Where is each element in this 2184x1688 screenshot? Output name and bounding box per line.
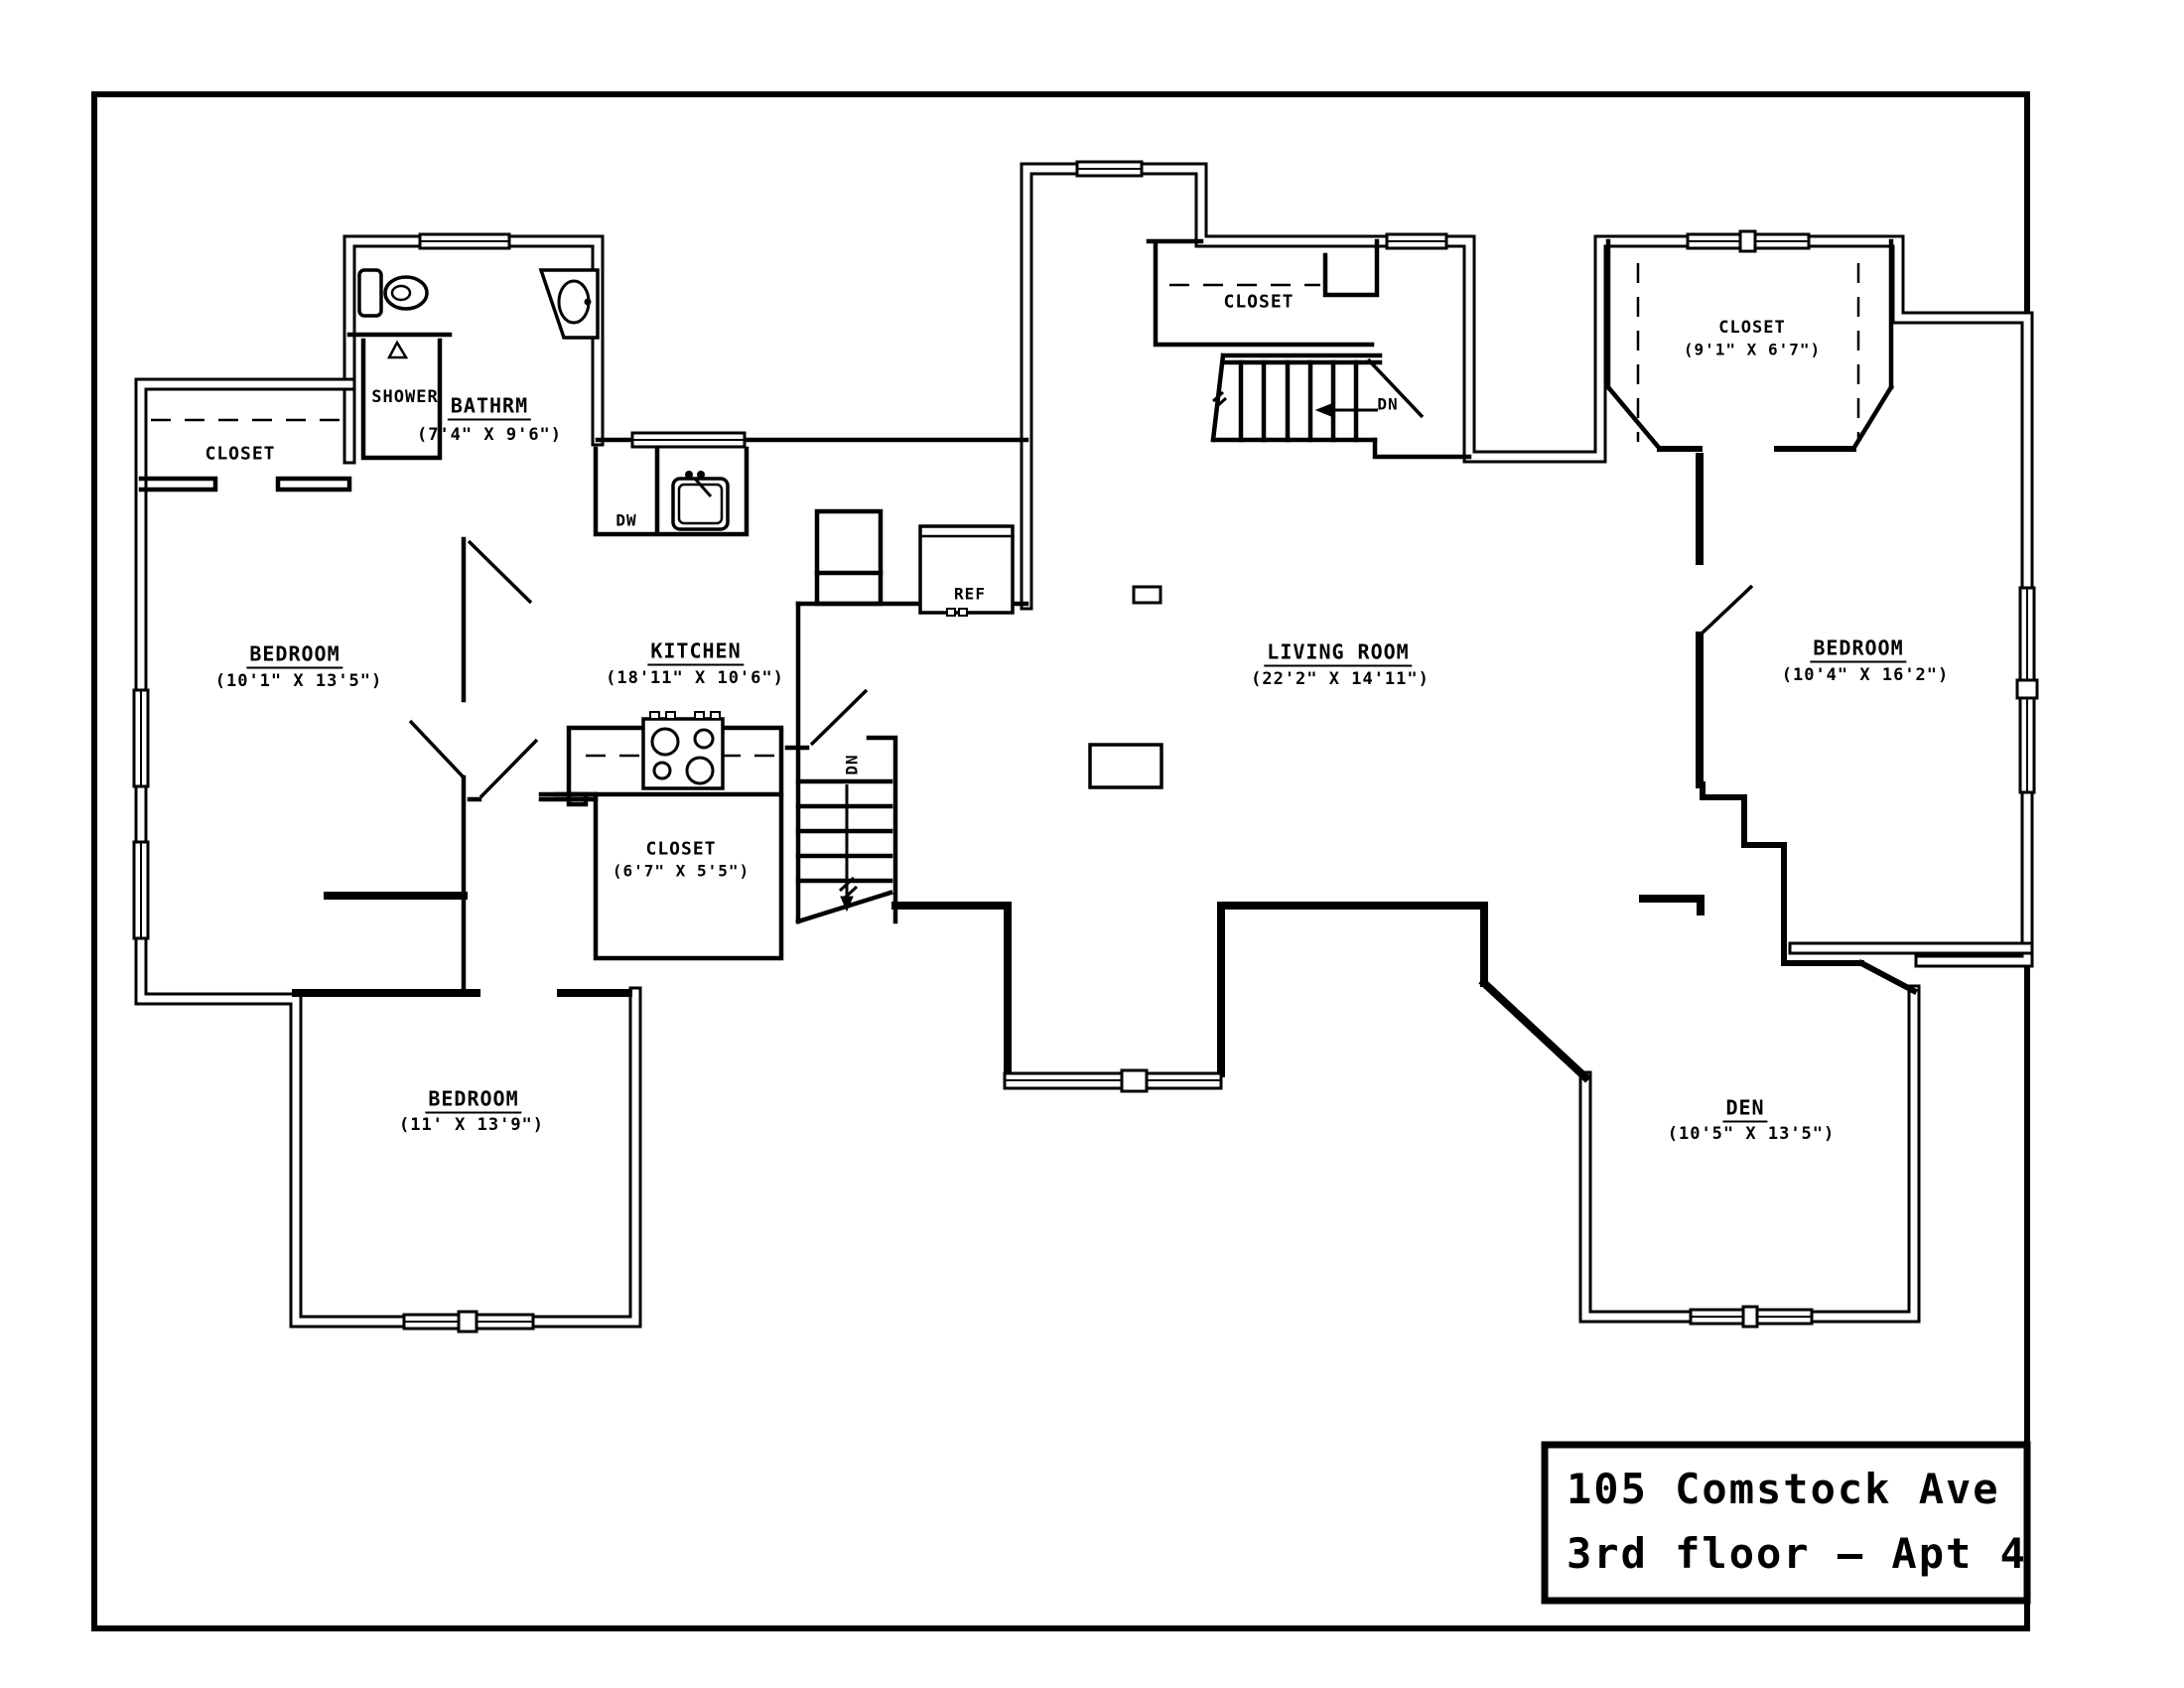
window-stair-hall — [1385, 232, 1448, 250]
burner-1 — [650, 727, 680, 757]
closet-middle-dims: (6'7" X 5'5") — [612, 861, 751, 881]
ref-foot-2 — [958, 608, 968, 617]
burner-2 — [693, 728, 715, 750]
door-bedroom-left — [467, 539, 533, 605]
dn-upper-label: DN — [1377, 394, 1399, 414]
window-right-bedroom — [2015, 586, 2039, 794]
window-left-2 — [132, 840, 150, 940]
window-living-bay — [1003, 1068, 1223, 1093]
door-lower-stairs — [809, 688, 869, 747]
interior-walls — [138, 238, 1919, 1083]
break-mark-lower — [838, 876, 859, 902]
faucet-dot-2 — [697, 471, 705, 479]
bedroom-bottom-dims: (11' X 13'9") — [398, 1115, 545, 1135]
stair-annotations — [838, 390, 1378, 913]
vent-small — [1132, 585, 1162, 605]
dn-lower-label: DN — [842, 754, 862, 775]
faucet-handle — [693, 478, 713, 497]
refrigerator — [918, 524, 1015, 615]
title-address: 105 Comstock Ave — [1567, 1465, 2000, 1513]
bedroom-right-name: BEDROOM — [1810, 636, 1907, 663]
kitchen-dims: (18'11" X 10'6") — [606, 668, 784, 688]
break-mark-upper — [1211, 390, 1228, 409]
living-room-dims: (22'2" X 14'11") — [1251, 669, 1430, 689]
window-right-closet — [1686, 229, 1811, 253]
bathroom-name: BATHRM — [447, 394, 532, 421]
shower-label: SHOWER — [371, 387, 439, 407]
window-kitchen — [630, 431, 747, 449]
stove-knob-2 — [665, 711, 676, 720]
dishwasher-label: DW — [615, 510, 637, 530]
living-room-features — [1088, 585, 1163, 789]
living-room-name: LIVING ROOM — [1264, 640, 1413, 667]
closet-right-name: CLOSET — [1718, 318, 1786, 338]
closet-middle-name: CLOSET — [645, 838, 717, 860]
window-bedroom2 — [402, 1310, 535, 1334]
door-swings — [408, 357, 1754, 799]
door-hall-closet — [478, 738, 539, 799]
faucet-dot-1 — [685, 471, 693, 479]
kitchen-fixtures — [641, 471, 1015, 790]
kitchen-name: KITCHEN — [647, 639, 745, 666]
closet-left-label: CLOSET — [205, 443, 276, 465]
burner-4 — [685, 756, 715, 785]
windows — [132, 160, 2039, 1334]
door-entry-upper-stairs — [1366, 357, 1425, 419]
toilet-tank — [357, 268, 383, 318]
bedroom-left-name: BEDROOM — [246, 642, 343, 669]
stove-knob-4 — [710, 711, 721, 720]
bedroom-right-dims: (10'4" X 16'2") — [1781, 665, 1950, 685]
burner-3 — [652, 761, 672, 780]
title-block-border — [1541, 1441, 2031, 1605]
window-den — [1689, 1305, 1814, 1329]
bedroom-left-dims: (10'1" X 13'5") — [214, 671, 383, 691]
bathroom-dims: (7'4" X 9'6") — [416, 425, 563, 445]
window-left-1 — [132, 688, 150, 788]
door-bedroom-right — [1698, 584, 1754, 637]
shower-door-marker — [386, 340, 409, 359]
den-dims: (10'5" X 13'5") — [1667, 1124, 1836, 1144]
ref-foot-1 — [946, 608, 956, 617]
title-floor-apt: 3rd floor – Apt 4 — [1567, 1529, 2027, 1578]
bedroom-bottom-name: BEDROOM — [425, 1087, 522, 1114]
hearth-box — [1088, 743, 1163, 789]
window-top-block — [1075, 160, 1144, 178]
closet-rods — [151, 263, 1860, 758]
den-name: DEN — [1722, 1096, 1768, 1123]
closet-right-dims: (9'1" X 6'7") — [1683, 340, 1822, 359]
stove-knob-3 — [694, 711, 705, 720]
window-bathroom — [418, 232, 511, 250]
exterior-walls — [134, 162, 2034, 1329]
kitchen-sink-inner — [677, 483, 724, 525]
stove-knob-1 — [649, 711, 660, 720]
closet-top-label: CLOSET — [1223, 291, 1295, 313]
door-bedroom-left-south — [408, 719, 466, 779]
bathroom-fixtures — [357, 268, 600, 359]
sink-drain — [584, 298, 592, 306]
refrigerator-label: REF — [954, 584, 986, 604]
toilet-bowl-inner — [390, 284, 412, 302]
